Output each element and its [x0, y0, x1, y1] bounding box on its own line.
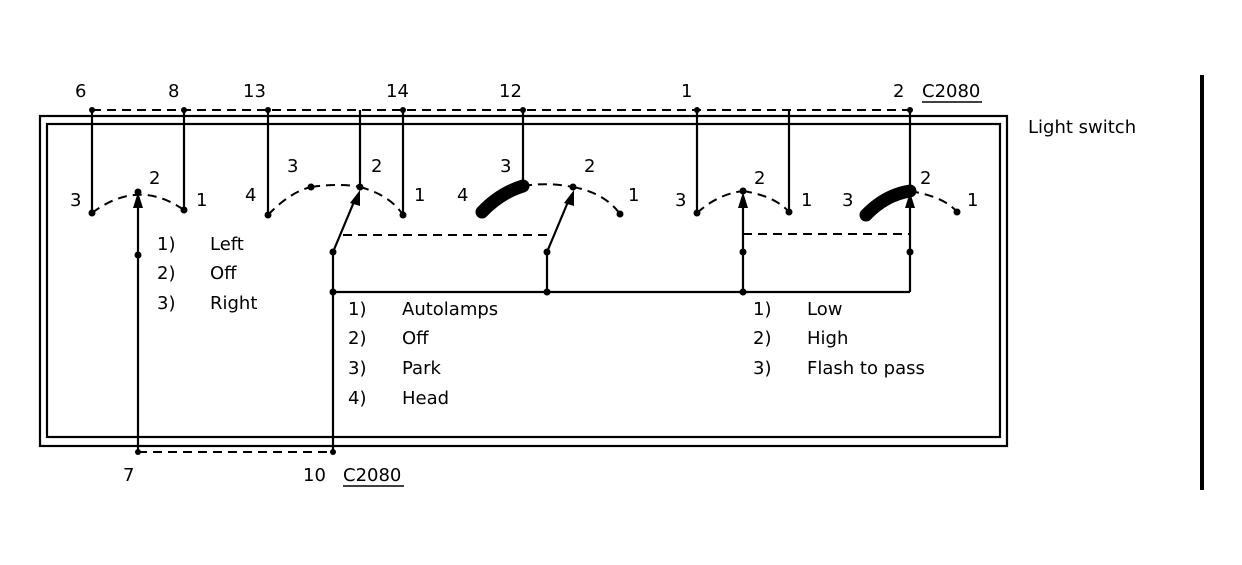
head-legend-num-2: 2) [348, 328, 366, 349]
headlamp-switch [264, 107, 910, 455]
turn-legend-num-1: 1) [157, 234, 175, 255]
pin-label-6: 6 [75, 81, 86, 102]
head-b-pos-2: 2 [584, 156, 595, 177]
head-legend-num-1: 1) [348, 299, 366, 320]
pin-label-8: 8 [168, 81, 179, 102]
beam-legend-num-1: 1) [753, 299, 771, 320]
turn-pos-3: 3 [70, 190, 81, 211]
turn-pos-2: 2 [149, 168, 160, 189]
pin-label-12: 12 [499, 81, 522, 102]
pin-label-10: 10 [303, 465, 326, 486]
head-legend-text-4: Head [402, 388, 449, 409]
head-a-pos-1: 1 [414, 185, 425, 206]
head-legend-num-4: 4) [348, 388, 366, 409]
pin-label-2: 2 [893, 81, 904, 102]
head-b-pos-3: 3 [500, 156, 511, 177]
head-legend-text-1: Autolamps [402, 299, 498, 320]
beam-legend-num-2: 2) [753, 328, 771, 349]
connector-top-label: C2080 [922, 81, 980, 102]
pin-label-1: 1 [681, 81, 692, 102]
turn-legend-num-3: 3) [157, 293, 175, 314]
head-a-pos-2: 2 [371, 156, 382, 177]
pin-label-7: 7 [123, 465, 134, 486]
component-label: Light switch [1028, 117, 1136, 138]
beam-a-pos-1: 1 [801, 190, 812, 211]
beam-legend-text-2: High [807, 328, 848, 349]
head-b-pos-1: 1 [628, 185, 639, 206]
head-legend-num-3: 3) [348, 358, 366, 379]
beam-b-pos-3: 3 [842, 190, 853, 211]
turn-legend-num-2: 2) [157, 263, 175, 284]
beam-legend-text-1: Low [807, 299, 842, 320]
turn-pos-1: 1 [196, 190, 207, 211]
turn-legend-text-2: Off [210, 263, 237, 284]
turn-legend-text-1: Left [210, 234, 244, 255]
head-a-pos-3: 3 [287, 156, 298, 177]
beam-b-pos-1: 1 [967, 190, 978, 211]
head-legend-text-3: Park [402, 358, 441, 379]
head-a-pos-4: 4 [245, 185, 256, 206]
turn-signal-switch [88, 107, 188, 455]
beam-a-pos-2: 2 [754, 168, 765, 189]
beam-legend-text-3: Flash to pass [807, 358, 925, 379]
beam-b-pos-2: 2 [920, 168, 931, 189]
pin-label-14: 14 [386, 81, 409, 102]
beam-a-pos-3: 3 [675, 190, 686, 211]
turn-legend-text-3: Right [210, 293, 257, 314]
connector-bottom-label: C2080 [343, 465, 401, 486]
head-b-pos-4: 4 [457, 185, 468, 206]
beam-legend-num-3: 3) [753, 358, 771, 379]
pin-label-13: 13 [243, 81, 266, 102]
head-legend-text-2: Off [402, 328, 429, 349]
beam-switch [693, 107, 961, 296]
